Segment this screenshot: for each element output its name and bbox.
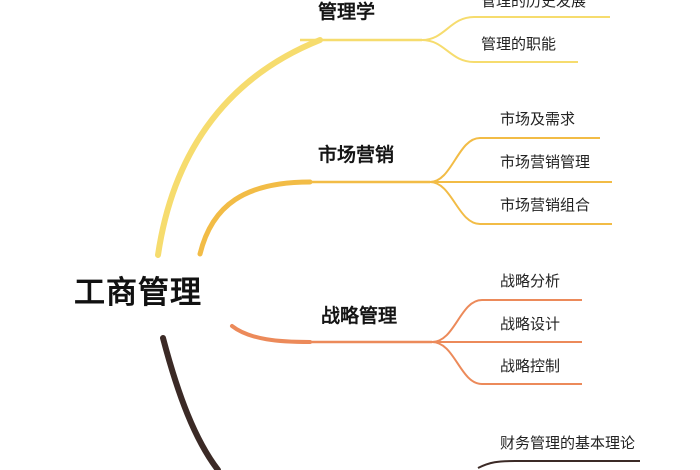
leaf-topic-3-3: 战略控制	[500, 357, 561, 375]
branch-topic-3: 战略管理	[321, 305, 398, 327]
leaf-topic-2-1: 市场及需求	[500, 110, 576, 128]
connector-root-branch-4	[160, 335, 221, 470]
leaf-topic-4-1: 财务管理的基本理论	[500, 434, 636, 452]
connector-branch-3-leaf-1	[431, 299, 582, 343]
connector-branch-1-leaf-1	[421, 16, 610, 41]
root-topic: 工商管理	[74, 275, 202, 311]
leaf-topic-2-3: 市场营销组合	[500, 196, 591, 214]
connector-branch-1-leaf-2	[421, 39, 578, 63]
connector-branch-4-leaf-1	[477, 460, 640, 469]
connector-branch-2-leaf-3	[429, 181, 612, 225]
connector-root-branch-2	[197, 179, 313, 257]
leaf-topic-1-2: 管理的职能	[481, 35, 557, 53]
leaf-topic-2-2: 市场营销管理	[500, 153, 591, 171]
connector-branch-3-leaf-3	[431, 341, 582, 385]
leaf-topic-1-1: 管理的历史发展	[481, 0, 587, 10]
branch-topic-1: 管理学	[318, 1, 376, 23]
leaf-topic-3-2: 战略设计	[500, 315, 561, 333]
connector-root-branch-3	[230, 324, 312, 344]
connector-branch-2-leaf-1	[429, 137, 600, 183]
leaf-topic-3-1: 战略分析	[500, 272, 561, 290]
connector-root-branch-1	[155, 37, 323, 258]
branch-topic-2: 市场营销	[318, 144, 395, 166]
